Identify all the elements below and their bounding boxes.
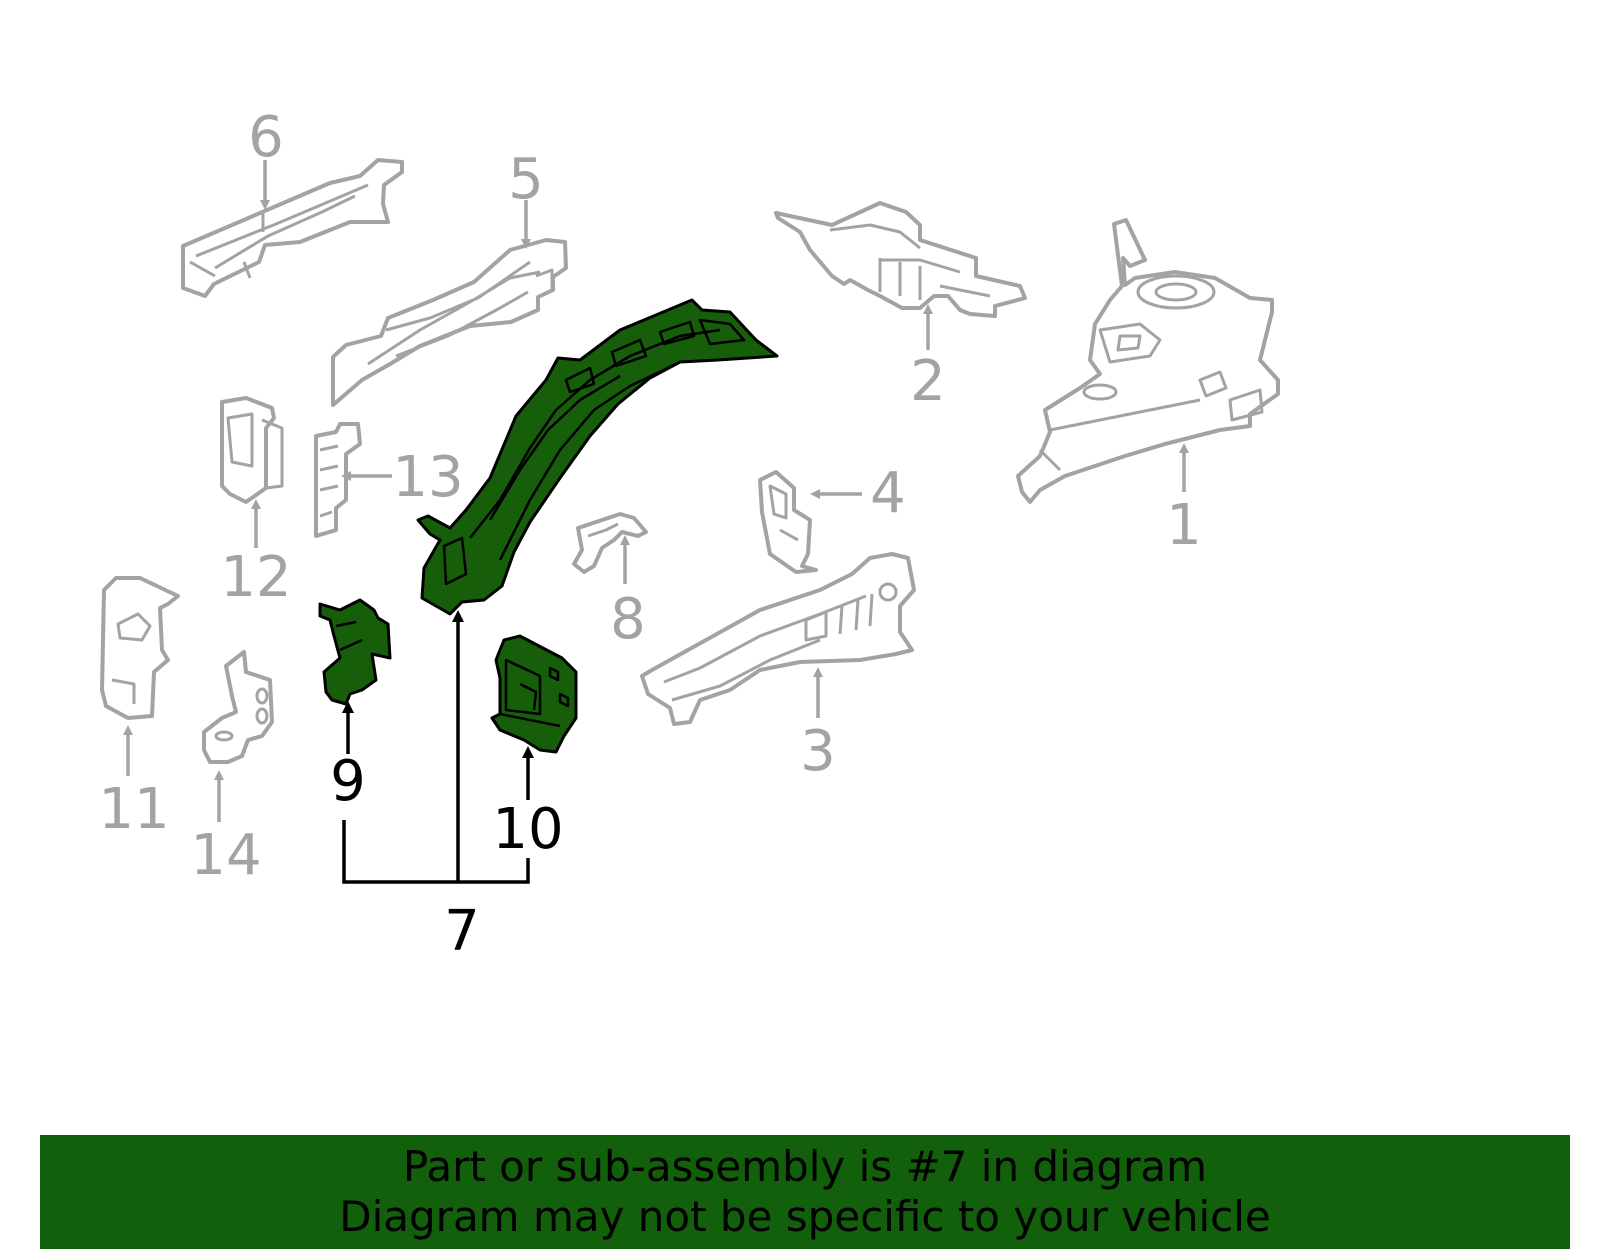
callout-4[interactable]: 4 — [870, 461, 906, 526]
part-14[interactable] — [202, 650, 274, 764]
part-2[interactable] — [774, 201, 1027, 318]
info-banner: Part or sub-assembly is #7 in diagram Di… — [40, 1135, 1570, 1249]
callout-5[interactable]: 5 — [508, 147, 544, 212]
part-1[interactable] — [1016, 218, 1280, 504]
callout-9[interactable]: 9 — [330, 749, 366, 814]
banner-line-2: Diagram may not be specific to your vehi… — [339, 1192, 1271, 1241]
callout-11[interactable]: 11 — [98, 777, 169, 842]
part-6[interactable] — [181, 158, 404, 298]
part-5[interactable] — [331, 238, 568, 407]
part-8[interactable] — [572, 512, 648, 574]
part-13[interactable] — [314, 422, 362, 538]
callout-numbers: 1 2 3 4 5 6 7 8 9 10 11 12 13 14 — [98, 105, 1201, 964]
callout-10[interactable]: 10 — [492, 797, 563, 862]
callout-12[interactable]: 12 — [220, 545, 291, 610]
callout-2[interactable]: 2 — [910, 349, 946, 414]
part-3[interactable] — [640, 552, 916, 726]
leader-lines-highlight — [342, 610, 534, 884]
part-7[interactable] — [416, 298, 779, 616]
bracket-9-10 — [342, 820, 530, 884]
callout-13[interactable]: 13 — [392, 445, 463, 510]
part-12[interactable] — [220, 396, 284, 504]
callout-6[interactable]: 6 — [248, 105, 284, 170]
part-11[interactable] — [100, 576, 180, 720]
part-4[interactable] — [758, 470, 818, 574]
part-10[interactable] — [490, 634, 578, 754]
leader-lines — [123, 160, 1189, 822]
callout-7[interactable]: 7 — [444, 899, 480, 964]
callout-3[interactable]: 3 — [800, 719, 836, 784]
callout-1[interactable]: 1 — [1166, 493, 1202, 558]
part-9[interactable] — [318, 598, 392, 706]
banner-line-1: Part or sub-assembly is #7 in diagram — [402, 1142, 1208, 1191]
callout-8[interactable]: 8 — [610, 587, 646, 652]
callout-14[interactable]: 14 — [190, 823, 261, 888]
